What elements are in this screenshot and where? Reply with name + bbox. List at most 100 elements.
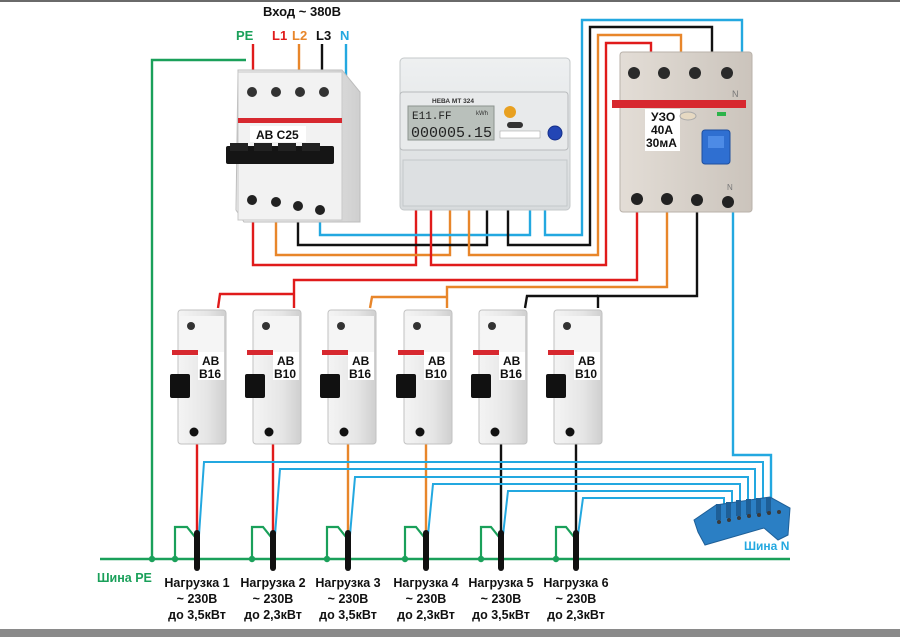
- electric-meter: НЕВА МТ 324 E11.FF kWh 000005.15: [399, 57, 571, 211]
- wire-l2-meter-to-rcd: [467, 33, 683, 257]
- breaker-label-line2: В16: [349, 367, 371, 381]
- load-power: до 3,5кВт: [472, 608, 530, 622]
- breaker-top-screw: [187, 322, 195, 330]
- rcd-top-screws: [628, 67, 733, 79]
- breaker-top-screw: [413, 322, 421, 330]
- breaker-top-screw: [563, 322, 571, 330]
- pe-junction-dot: [171, 555, 179, 563]
- bus-pe-label: Шина PE: [97, 571, 152, 585]
- load-voltage: ~ 230В: [253, 592, 294, 606]
- breaker-toggle[interactable]: [245, 374, 265, 398]
- load-voltage: ~ 230В: [481, 592, 522, 606]
- rcd-label-bg: [645, 109, 680, 151]
- pe-junction-dot: [248, 555, 256, 563]
- breaker-toggle[interactable]: [546, 374, 566, 398]
- wire-load-2-neutral: [274, 468, 756, 536]
- breaker-top-screw: [488, 322, 496, 330]
- wire-l3-bridge: [523, 294, 598, 309]
- wire-l3-breker-to-meter: [296, 206, 489, 247]
- meter-logo-icon: [504, 106, 516, 118]
- load-3: Нагрузка 3 ~ 230В до 3,5кВт: [315, 576, 380, 622]
- rcd-toggle-grip: [708, 136, 724, 148]
- breaker-label-bg: [273, 352, 299, 380]
- abb-stripe: [322, 350, 348, 355]
- breaker-toggle[interactable]: [170, 374, 190, 398]
- pe-junction-dot: [401, 555, 409, 563]
- breaker-label-line2: В10: [425, 367, 447, 381]
- abb-stripe: [473, 350, 499, 355]
- breaker-label-line1: АВ: [503, 354, 521, 368]
- wire-load-5-neutral: [502, 490, 733, 536]
- breaker-label-line2: В16: [500, 367, 522, 381]
- rcd-n-label-bottom: N: [727, 183, 733, 192]
- abb-stripe: [172, 350, 198, 355]
- wire-l3-rcd-out: [596, 205, 699, 308]
- breaker-toggle[interactable]: [320, 374, 340, 398]
- bus-n-label: Шина N: [744, 539, 789, 553]
- breaker-label-line2: В16: [199, 367, 221, 381]
- main-breaker[interactable]: АВ С25: [226, 69, 361, 223]
- meter-model: НЕВА МТ 324: [432, 98, 474, 105]
- breaker-label-line1: АВ: [428, 354, 446, 368]
- wire-load-5-pe: [479, 525, 500, 559]
- wire-n-rcd-to-bus: [731, 205, 773, 500]
- wire-load-4-pe: [403, 525, 425, 559]
- wire-l2-rcd-out: [445, 205, 669, 308]
- load-power: до 3,5кВт: [168, 608, 226, 622]
- rcd-label-line1: УЗО: [651, 110, 675, 124]
- meter-button[interactable]: [547, 125, 563, 141]
- breaker-label-line2: В10: [575, 367, 597, 381]
- breaker-label-line1: АВ: [277, 354, 295, 368]
- load-voltage: ~ 230В: [556, 592, 597, 606]
- wire-l1-bridge: [216, 292, 294, 309]
- breaker-toggle[interactable]: [471, 374, 491, 398]
- rcd-test-button[interactable]: [679, 111, 697, 121]
- main-breaker-label: АВ С25: [256, 128, 299, 142]
- input-label-pe: PE: [236, 28, 254, 43]
- wire-load-1-neutral: [198, 461, 764, 536]
- wire-load-1-pe: [173, 525, 196, 559]
- wire-load-3-pe: [325, 525, 347, 559]
- abb-stripe: [398, 350, 424, 355]
- wire-l2-bridge: [368, 295, 447, 309]
- load-power: до 3,5кВт: [319, 608, 377, 622]
- breaker-bottom-screw: [490, 427, 500, 437]
- rcd-indicator: [717, 112, 726, 116]
- wire-pe-input: [150, 58, 246, 562]
- abb-stripe: [238, 118, 342, 123]
- breaker-label-line1: АВ: [202, 354, 220, 368]
- load-5: Нагрузка 5 ~ 230В до 3,5кВт: [468, 576, 533, 622]
- breaker-label-line1: АВ: [578, 354, 596, 368]
- top-border: [0, 0, 900, 2]
- breaker-label-bg: [424, 352, 450, 380]
- load-voltage: ~ 230В: [328, 592, 369, 606]
- breaker-label-line2: В10: [274, 367, 296, 381]
- main-breaker-handles[interactable]: [226, 143, 334, 164]
- rcd-device[interactable]: N УЗО 40А 30мА N: [612, 51, 753, 213]
- breaker-toggle[interactable]: [396, 374, 416, 398]
- breaker-label-bg: [348, 352, 374, 380]
- breaker-bottom-screw: [339, 427, 349, 437]
- breaker-bottom-screw: [264, 427, 274, 437]
- breaker-label-bg: [198, 352, 224, 380]
- load-name: Нагрузка 6: [543, 576, 608, 590]
- load-power: до 2,3кВт: [397, 608, 455, 622]
- rcd-label-line2: 40А: [651, 123, 673, 137]
- breaker-top-screw: [262, 322, 270, 330]
- breaker-bottom-screw: [189, 427, 199, 437]
- load-name: Нагрузка 3: [315, 576, 380, 590]
- load-name: Нагрузка 5: [468, 576, 533, 590]
